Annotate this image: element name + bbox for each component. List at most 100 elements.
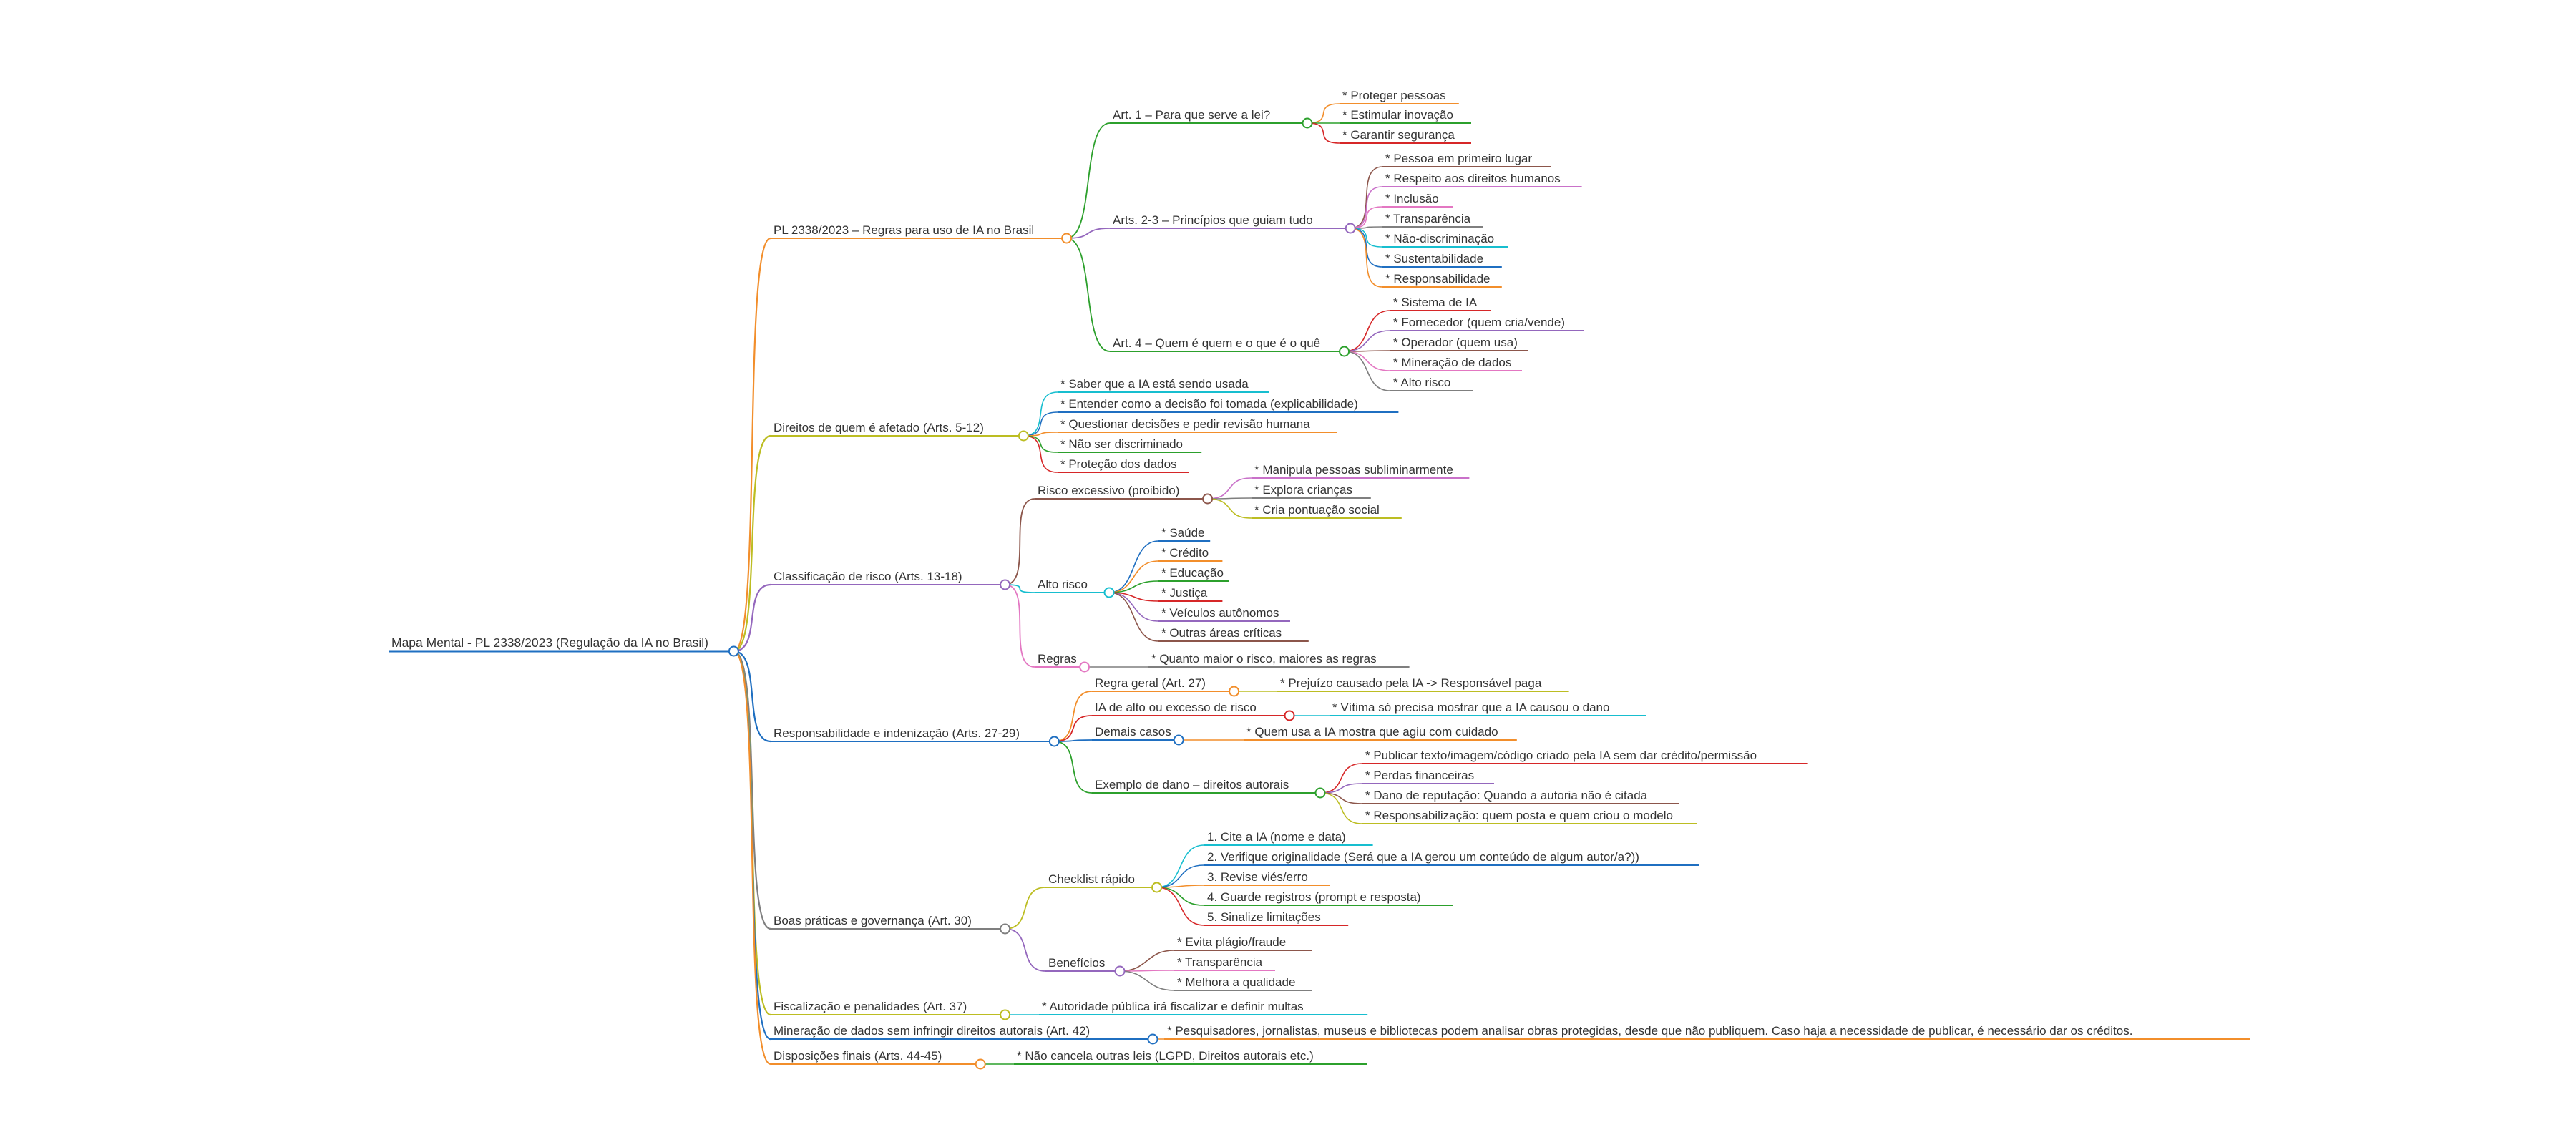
mind-map-root-node[interactable]: Mapa Mental - PL 2338/2023 (Regulação da… [389, 635, 730, 653]
mind-map-topic-node[interactable]: Classificação de risco (Arts. 13-18) [771, 570, 1001, 585]
mind-map-leaf[interactable]: * Alto risco [1390, 376, 1473, 391]
mind-map-leaf[interactable]: * Estimular inovação [1340, 108, 1471, 124]
mind-map-topic-node[interactable]: Risco excessivo (proibido) [1035, 484, 1204, 500]
mind-map-leaf[interactable]: * Pesquisadores, jornalistas, museus e b… [1164, 1024, 2250, 1040]
mind-map-leaf[interactable]: * Responsabilidade [1382, 272, 1502, 288]
mind-map-leaf[interactable]: * Educação [1158, 566, 1229, 582]
leaf-label: * Entender como a decisão foi tomada (ex… [1060, 397, 1358, 411]
mind-map-leaf[interactable]: 2. Verifique originalidade (Será que a I… [1204, 850, 1699, 866]
mind-map-topic-node[interactable]: Regra geral (Art. 27) [1092, 676, 1230, 692]
mind-map-topic-node[interactable]: Checklist rápido [1045, 872, 1153, 888]
branch-connector [1156, 864, 1205, 888]
mind-map-leaf[interactable]: 3. Revise viés/erro [1204, 870, 1330, 886]
collapse-toggle-icon[interactable] [1000, 579, 1011, 590]
leaf-label: * Responsabilização: quem posta e quem c… [1365, 809, 1673, 822]
collapse-toggle-icon[interactable] [1202, 493, 1214, 505]
mind-map-topic-node[interactable]: Art. 4 – Quem é quem e o que é o quê [1110, 336, 1340, 352]
mind-map-topic-node[interactable]: Exemplo de dano – direitos autorais [1092, 778, 1316, 794]
mind-map-leaf[interactable]: * Perdas financeiras [1362, 769, 1494, 784]
mind-map-leaf[interactable]: * Evita plágio/fraude [1174, 935, 1312, 951]
mind-map-leaf[interactable]: * Autoridade pública irá fiscalizar e de… [1039, 1000, 1368, 1015]
mind-map-leaf[interactable]: 5. Sinalize limitações [1204, 910, 1349, 926]
mind-map-topic-node[interactable]: Direitos de quem é afetado (Arts. 5-12) [771, 421, 1020, 437]
mind-map-leaf[interactable]: 4. Guarde registros (prompt e resposta) [1204, 890, 1453, 906]
collapse-toggle-icon[interactable] [1103, 587, 1115, 598]
collapse-toggle-icon[interactable] [1314, 787, 1326, 799]
mind-map-leaf[interactable]: * Fornecedor (quem cria/vende) [1390, 316, 1584, 331]
mind-map-topic-node[interactable]: Benefícios [1045, 956, 1116, 972]
collapse-toggle-icon[interactable] [1302, 117, 1313, 129]
collapse-toggle-icon[interactable] [1018, 430, 1029, 442]
mind-map-leaf[interactable]: * Crédito [1158, 546, 1223, 562]
collapse-toggle-icon[interactable] [1284, 710, 1295, 721]
mind-map-topic-node[interactable]: PL 2338/2023 – Regras para uso de IA no … [771, 223, 1063, 239]
mind-map-leaf[interactable]: 1. Cite a IA (nome e data) [1204, 830, 1373, 846]
mind-map-leaf[interactable]: * Quem usa a IA mostra que agiu com cuid… [1244, 725, 1517, 741]
mind-map-topic-node[interactable]: Fiscalização e penalidades (Art. 37) [771, 1000, 1001, 1015]
collapse-toggle-icon[interactable] [1048, 736, 1060, 747]
collapse-toggle-icon[interactable] [1000, 1009, 1011, 1020]
topic-label: PL 2338/2023 – Regras para uso de IA no … [774, 223, 1034, 237]
collapse-toggle-icon[interactable] [1061, 233, 1073, 244]
mind-map-leaf[interactable]: * Transparência [1382, 212, 1483, 228]
mind-map-leaf[interactable]: * Transparência [1174, 955, 1275, 971]
mind-map-topic-node[interactable]: Alto risco [1035, 578, 1105, 593]
mind-map-leaf[interactable]: * Questionar decisões e pedir revisão hu… [1058, 417, 1337, 433]
mind-map-leaf[interactable]: * Mineração de dados [1390, 356, 1522, 371]
mind-map-leaf[interactable]: * Veículos autônomos [1158, 606, 1290, 622]
mind-map-leaf[interactable]: * Manipula pessoas subliminarmente [1252, 463, 1470, 479]
mind-map-leaf[interactable]: * Dano de reputação: Quando a autoria nã… [1362, 789, 1679, 804]
mind-map-topic-node[interactable]: Regras [1035, 652, 1080, 668]
mind-map-leaf[interactable]: * Respeito aos direitos humanos [1382, 172, 1582, 187]
mind-map-leaf[interactable]: * Saber que a IA está sendo usada [1058, 377, 1269, 393]
mind-map-leaf[interactable]: * Proteção dos dados [1058, 457, 1189, 473]
leaf-label: * Cria pontuação social [1254, 503, 1380, 517]
mind-map-topic-node[interactable]: Mineração de dados sem infringir direito… [771, 1024, 1148, 1040]
mind-map-topic-node[interactable]: Arts. 2-3 – Princípios que guiam tudo [1110, 213, 1347, 229]
mind-map-topic-node[interactable]: IA de alto ou excesso de risco [1092, 701, 1285, 716]
collapse-toggle-icon[interactable] [1229, 686, 1240, 697]
mind-map-leaf[interactable]: * Sistema de IA [1390, 296, 1491, 311]
mind-map-leaf[interactable]: * Não cancela outras leis (LGPD, Direito… [1014, 1049, 1367, 1065]
mind-map-leaf[interactable]: * Sustentabilidade [1382, 252, 1502, 268]
collapse-toggle-icon[interactable] [728, 645, 739, 657]
mind-map-leaf[interactable]: * Pessoa em primeiro lugar [1382, 152, 1551, 167]
leaf-label: 3. Revise viés/erro [1207, 870, 1308, 884]
mind-map-leaf[interactable]: * Justiça [1158, 586, 1223, 602]
leaf-label: * Transparência [1177, 955, 1263, 969]
mind-map-leaf[interactable]: * Inclusão [1382, 192, 1453, 208]
mind-map-leaf[interactable]: * Quanto maior o risco, maiores as regra… [1148, 652, 1410, 668]
mind-map-topic-node[interactable]: Responsabilidade e indenização (Arts. 27… [771, 726, 1050, 742]
mind-map-topic-node[interactable]: Boas práticas e governança (Art. 30) [771, 914, 1001, 930]
collapse-toggle-icon[interactable] [1339, 346, 1350, 357]
mind-map-leaf[interactable]: * Outras áreas críticas [1158, 626, 1309, 642]
topic-label: Responsabilidade e indenização (Arts. 27… [774, 726, 1020, 740]
collapse-toggle-icon[interactable] [1000, 923, 1011, 935]
mind-map-leaf[interactable]: * Garantir segurança [1340, 128, 1471, 144]
mind-map-leaf[interactable]: * Publicar texto/imagem/código criado pe… [1362, 749, 1808, 764]
mind-map-topic-node[interactable]: Demais casos [1092, 725, 1175, 741]
mind-map-leaf[interactable]: * Responsabilização: quem posta e quem c… [1362, 809, 1697, 824]
leaf-label: * Evita plágio/fraude [1177, 935, 1286, 949]
mind-map-leaf[interactable]: * Vítima só precisa mostrar que a IA cau… [1330, 701, 1646, 716]
branch-connector [1066, 238, 1111, 352]
mind-map-topic-node[interactable]: Art. 1 – Para que serve a lei? [1110, 108, 1303, 124]
mind-map-leaf[interactable]: * Explora crianças [1252, 483, 1371, 499]
collapse-toggle-icon[interactable] [1114, 965, 1126, 977]
collapse-toggle-icon[interactable] [1151, 882, 1163, 893]
collapse-toggle-icon[interactable] [1173, 734, 1184, 746]
mind-map-leaf[interactable]: * Operador (quem usa) [1390, 336, 1528, 351]
collapse-toggle-icon[interactable] [1147, 1033, 1158, 1045]
mind-map-leaf[interactable]: * Entender como a decisão foi tomada (ex… [1058, 397, 1399, 413]
collapse-toggle-icon[interactable] [1345, 223, 1356, 234]
collapse-toggle-icon[interactable] [975, 1058, 986, 1070]
mind-map-leaf[interactable]: * Proteger pessoas [1340, 89, 1459, 104]
mind-map-leaf[interactable]: * Cria pontuação social [1252, 503, 1402, 519]
mind-map-leaf[interactable]: * Prejuízo causado pela IA -> Responsáve… [1277, 676, 1569, 692]
mind-map-leaf[interactable]: * Saúde [1158, 526, 1211, 542]
collapse-toggle-icon[interactable] [1079, 661, 1091, 673]
mind-map-leaf[interactable]: * Não ser discriminado [1058, 437, 1202, 453]
mind-map-topic-node[interactable]: Disposições finais (Arts. 44-45) [771, 1049, 977, 1065]
mind-map-leaf[interactable]: * Melhora a qualidade [1174, 975, 1312, 991]
mind-map-leaf[interactable]: * Não-discriminação [1382, 232, 1508, 248]
